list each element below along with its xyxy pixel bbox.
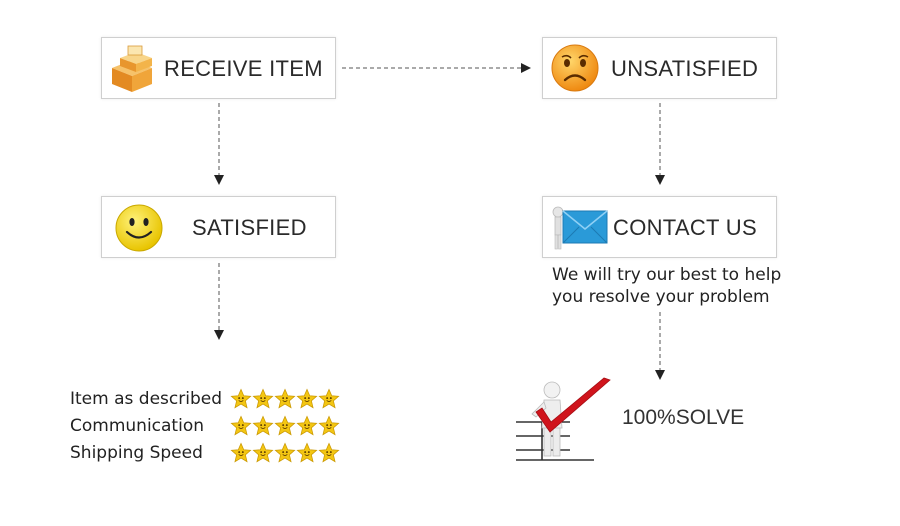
star-icon (318, 442, 340, 464)
rating-row-shipping-speed: Shipping Speed (70, 440, 340, 466)
contact-us-label: CONTACT US (613, 215, 757, 240)
rating-label: Item as described (70, 389, 222, 409)
star-icon (274, 442, 296, 464)
star-icon (230, 388, 252, 410)
star-rating (230, 442, 340, 464)
sad-face-icon (551, 44, 599, 92)
star-icon (318, 415, 340, 437)
unsatisfied-label: UNSATISFIED (611, 56, 759, 81)
smiley-face-icon (115, 204, 163, 252)
star-icon (318, 388, 340, 410)
contact-note-line-1: We will try our best to help (552, 265, 782, 285)
star-icon (296, 415, 318, 437)
receive-item-label: RECEIVE ITEM (164, 56, 323, 81)
person-checkmark-icon (516, 377, 611, 461)
rating-label: Shipping Speed (70, 443, 203, 463)
star-icon (296, 442, 318, 464)
star-rating (230, 415, 340, 437)
star-icon (252, 388, 274, 410)
solve-label: 100%SOLVE (622, 406, 745, 429)
star-icon (274, 415, 296, 437)
contact-note-line-2: you resolve your problem (552, 287, 770, 307)
star-icon (230, 442, 252, 464)
satisfied-label: SATISFIED (192, 215, 307, 240)
satisfied-box: SATISFIED (101, 196, 336, 258)
rating-row-communication: Communication (70, 413, 340, 439)
star-icon (252, 415, 274, 437)
rating-row-item-as-described: Item as described (70, 386, 340, 412)
contact-us-box: CONTACT US (542, 196, 777, 258)
star-icon (296, 388, 318, 410)
rating-label: Communication (70, 416, 204, 436)
contact-note: We will try our best to help you resolve… (552, 264, 781, 308)
star-rating (230, 388, 340, 410)
star-icon (274, 388, 296, 410)
unsatisfied-box: UNSATISFIED (542, 37, 777, 99)
package-boxes-icon (112, 45, 152, 92)
receive-item-box: RECEIVE ITEM (101, 37, 336, 99)
star-icon (230, 415, 252, 437)
star-icon (252, 442, 274, 464)
envelope-person-icon (552, 206, 608, 250)
